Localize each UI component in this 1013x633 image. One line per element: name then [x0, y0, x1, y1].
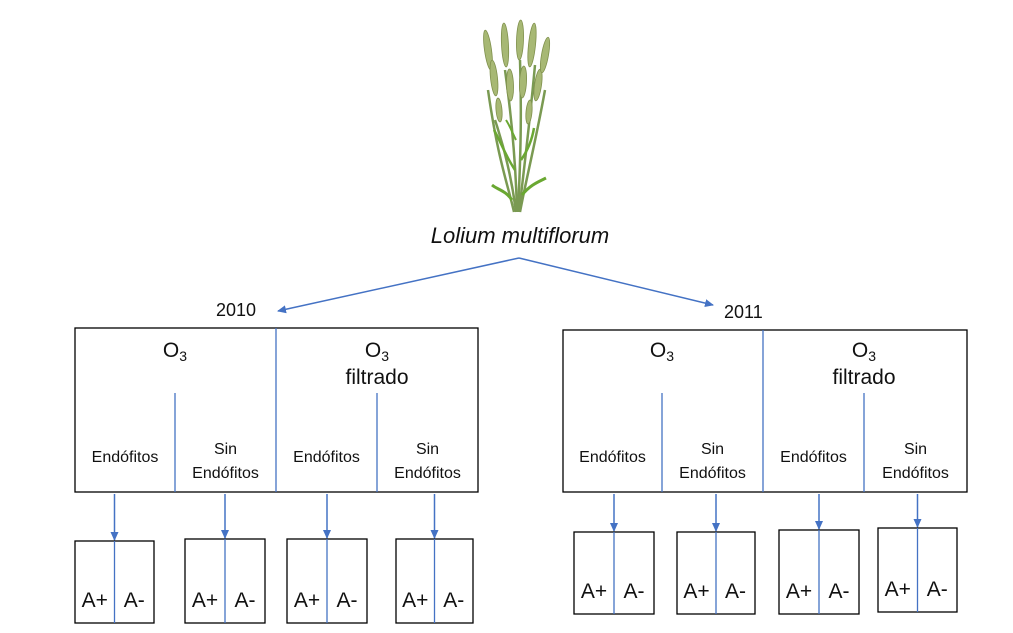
year-label: 2010	[216, 300, 257, 320]
result-label-minus: A-	[336, 589, 358, 612]
subgroup-line1: Sin	[415, 441, 440, 458]
result-label-plus: A+	[785, 580, 813, 603]
treatment-box	[562, 329, 968, 493]
subgroup-label: Endófitos	[276, 446, 377, 470]
subgroup-label: Endófitos	[763, 446, 864, 470]
ozone-subscript: 3	[868, 348, 877, 364]
subgroup-label: Endófitos	[563, 446, 662, 470]
result-label-plus: A+	[81, 589, 108, 612]
arrow-to-year-2010	[277, 257, 520, 314]
treatment-label-ozone: O3	[105, 340, 245, 367]
subgroup-line1: Sin	[700, 441, 725, 458]
subgroup-line2: Endófitos	[394, 465, 461, 482]
subgroup-line2: Endófitos	[780, 449, 847, 466]
ozone-symbol: O	[162, 339, 180, 362]
treatment-label-ozone: O3 filtrado	[794, 340, 934, 389]
result-label-minus: A-	[926, 578, 948, 601]
ozone-symbol: O	[649, 339, 667, 362]
result-label-minus: A-	[828, 580, 850, 603]
arrow-to-year-2011	[518, 257, 714, 308]
subgroup-line2: Endófitos	[579, 449, 646, 466]
result-label-minus: A-	[443, 589, 465, 612]
ryegrass-plant-icon	[483, 19, 551, 213]
ozone-subscript: 3	[179, 348, 188, 364]
ozone-symbol: O	[851, 339, 869, 362]
ozone-subscript: 3	[666, 348, 675, 364]
ozone-subscript: 3	[381, 348, 390, 364]
subgroup-line2: Endófitos	[91, 449, 159, 466]
result-label-minus: A-	[623, 580, 645, 603]
subgroup-line1: Sin	[903, 441, 928, 458]
treatment-filtrado-label: filtrado	[345, 366, 409, 389]
species-label: Lolium multiflorum	[430, 223, 610, 248]
result-label-plus: A+	[402, 589, 429, 612]
subgroup-line2: Endófitos	[882, 465, 949, 482]
result-label-minus: A-	[725, 580, 746, 603]
result-label-plus: A+	[580, 580, 608, 603]
result-label-minus: A-	[123, 589, 145, 612]
result-label-plus: A+	[293, 589, 321, 612]
treatment-filtrado-label: filtrado	[832, 366, 896, 389]
treatment-label-ozone: O3 filtrado	[307, 340, 447, 389]
result-label-plus: A+	[191, 589, 219, 612]
treatment-label-ozone: O3	[592, 340, 732, 367]
result-label-minus: A-	[234, 589, 256, 612]
subgroup-line2: Endófitos	[192, 465, 259, 482]
subgroup-line2: Endófitos	[679, 465, 746, 482]
subgroup-line2: Endófitos	[293, 449, 360, 466]
ozone-symbol: O	[364, 339, 382, 362]
subgroup-label: Endófitos	[75, 446, 175, 470]
subgroup-line1: Sin	[213, 441, 238, 458]
result-label-plus: A+	[683, 580, 710, 603]
year-label: 2011	[724, 302, 763, 322]
result-label-plus: A+	[884, 578, 911, 601]
